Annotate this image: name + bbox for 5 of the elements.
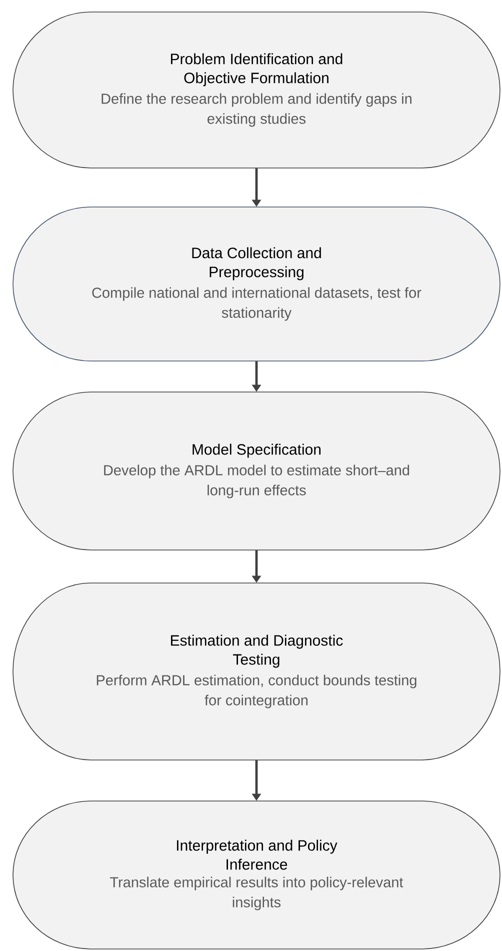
process-box: Model Specification Develop the ARDL model to estimate short–and long-run effects [12, 392, 500, 550]
process-box: Problem Identification and Objective Formulation Define the research problem and identify gaps in existing studies [12, 12, 500, 168]
process-box: Interpretation and Policy Inference Translate empirical results into policy-relevant insights [12, 800, 500, 950]
process-box: Estimation and Diagnostic Testing Perform ARDL estimation, conduct bounds testing for cointegration [12, 582, 500, 760]
process-box: Data Collection and Preprocessing Compile national and international datasets, test for stationarity [12, 206, 500, 362]
